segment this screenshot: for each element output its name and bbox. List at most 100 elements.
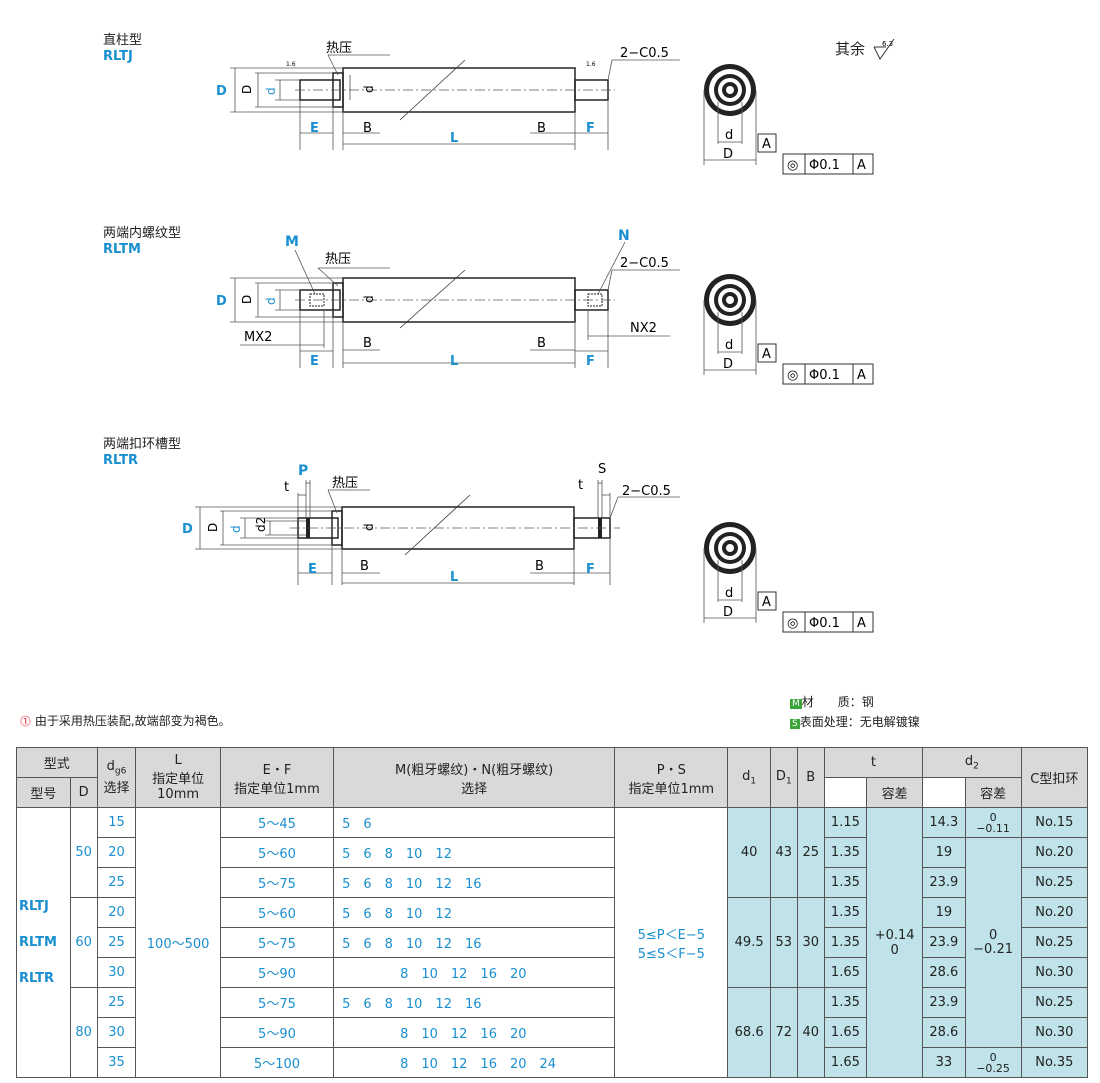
th-D1: D1 — [769, 747, 798, 808]
roughness-symbol-icon: 6.3 — [873, 38, 895, 60]
t-cell: 1.65 — [823, 1017, 868, 1048]
th-L-step: 10mm — [157, 787, 200, 802]
d2-cell: 19 — [922, 837, 966, 868]
t-tol-bot: 0 — [890, 942, 899, 958]
th-type: 型式 — [16, 747, 98, 778]
d2-tol-bot: −0.25 — [976, 1061, 1010, 1075]
MN-cell: 8 10 12 16 20 24 — [333, 1047, 616, 1078]
d2-cell: 28.6 — [922, 1017, 966, 1048]
end-d-label: d — [725, 338, 733, 353]
dim-F-label: F — [586, 121, 595, 136]
MN-cell: 5 6 8 10 12 — [333, 837, 616, 868]
dim-P-label: P — [298, 463, 308, 479]
th-t-value — [823, 777, 868, 808]
d1-cell: 68.6 — [727, 987, 771, 1078]
table-row: 25 5～75 5 6 8 10 12 16 1.35 23.9 No.25 — [17, 927, 1089, 958]
MN-cell: 5 6 8 10 12 16 — [333, 927, 616, 958]
end-d-label: d — [725, 128, 733, 143]
table-row: 60 20 5～60 5 6 8 10 12 49.5 53 30 1.35 1… — [17, 897, 1089, 988]
th-MN-label: M(粗牙螺纹)・N(粗牙螺纹) — [395, 762, 554, 778]
section-title-en: RLTJ — [103, 49, 133, 64]
D-cell: 50 — [69, 807, 98, 898]
surface-text: 表面处理：无电解镀镍 — [799, 715, 920, 729]
dim-dg6-label: d — [264, 297, 278, 305]
d2-tol-bot: −0.11 — [976, 821, 1010, 835]
EF-cell: 5～75 — [219, 927, 335, 958]
c-ring-cell: No.25 — [1020, 867, 1089, 898]
t-cell: 1.35 — [823, 927, 868, 958]
t-cell: 1.35 — [823, 867, 868, 898]
dim-F-label: F — [586, 562, 595, 577]
dim-B-label: B — [360, 559, 369, 574]
table-row: 35 5～100 8 10 12 16 20 24 1.65 33 0−0.25… — [17, 1047, 1089, 1078]
dg6-cell: 30 — [96, 1017, 137, 1048]
dim-B-label: B — [363, 121, 372, 136]
dim-L-label: L — [450, 354, 458, 369]
chamfer-label: 2−C0.5 — [622, 484, 671, 499]
B-cell: 40 — [796, 987, 825, 1078]
dim-D1-label: D — [206, 523, 220, 532]
dg6-cell: 20 — [96, 897, 137, 928]
d2-tol-cell: 0−0.21 — [964, 837, 1022, 1048]
dim-d1-label: d — [362, 523, 376, 531]
rest-roughness-note: 其余 6.3 — [835, 38, 900, 61]
rest-roughness-label: 其余 — [835, 40, 866, 58]
dim-B-label: B — [363, 336, 372, 351]
d2-tol-top: 0 — [989, 1050, 997, 1064]
dim-E-label: E — [310, 354, 319, 369]
th-L-label: L — [174, 753, 182, 768]
MN-cell: 5 6 8 10 12 16 — [333, 987, 616, 1018]
t-tol-top: +0.14 — [874, 927, 915, 943]
D1-cell: 53 — [769, 897, 798, 988]
dim-E-label: E — [308, 562, 317, 577]
dim-t-label: t — [578, 478, 583, 493]
dim-B-label: B — [535, 559, 544, 574]
material-text: 材 质：钢 — [801, 695, 874, 709]
d2-cell: 19 — [922, 897, 966, 928]
dim-L-label: L — [450, 131, 458, 146]
c-ring-cell: No.20 — [1020, 837, 1089, 868]
MN-cell: 5 6 8 10 12 — [333, 897, 616, 928]
th-D1-d: D — [775, 768, 786, 784]
roughness-small: 1.6 — [586, 61, 596, 68]
dim-D1-label: D — [240, 295, 254, 304]
EF-cell: 5～60 — [219, 897, 335, 928]
end-view-rltr: d D A ◎ Φ0.1 A — [703, 522, 874, 633]
th-EF-label: E・F — [262, 762, 292, 778]
dim-d2-label: d2 — [254, 517, 268, 532]
drawing-rltm: M N D D d d MX2 NX2 E B B L F 热压 2−C0.5 — [216, 228, 680, 369]
EF-cell: 5～90 — [219, 1017, 335, 1048]
dim-B-label: B — [537, 121, 546, 136]
model-RLTR: RLTR — [19, 970, 55, 986]
d2-tol-cell: 0−0.25 — [964, 1047, 1022, 1078]
chamfer-label: 2−C0.5 — [620, 46, 669, 61]
dg6-cell: 30 — [96, 957, 137, 988]
table-row: 20 5～60 5 6 8 10 12 1.35 19 0−0.21 No.20 — [17, 837, 1089, 1048]
EF-cell: 5～60 — [219, 837, 335, 868]
t-cell: 1.35 — [823, 987, 868, 1018]
EF-cell: 5～100 — [219, 1047, 335, 1078]
th-d1: d1 — [727, 747, 771, 808]
d2-cell: 33 — [922, 1047, 966, 1078]
th-PS-label: P・S — [656, 762, 686, 778]
surface-icon: S — [790, 719, 800, 729]
t-cell: 1.15 — [823, 807, 868, 838]
warning-icon: ⓵ — [20, 715, 31, 728]
model-RLTJ: RLTJ — [19, 898, 49, 914]
th-d1-d: d — [742, 768, 751, 784]
t-cell: 1.65 — [823, 1047, 868, 1078]
dim-NX2-label: NX2 — [630, 321, 657, 336]
drawing-rltj: D D d d E B B L F 热压 2−C0.5 1.6 1.6 — [216, 41, 680, 150]
th-d2-d: d — [964, 753, 974, 769]
d2-tol-top: 0 — [989, 810, 997, 824]
chamfer-label: 2−C0.5 — [620, 256, 669, 271]
th-dg6-select: 选择 — [103, 780, 130, 796]
D-cell: 80 — [69, 987, 98, 1078]
D1-cell: 43 — [769, 807, 798, 898]
tolerance-value: Φ0.1 — [809, 616, 840, 631]
datum-A: A — [762, 137, 771, 152]
